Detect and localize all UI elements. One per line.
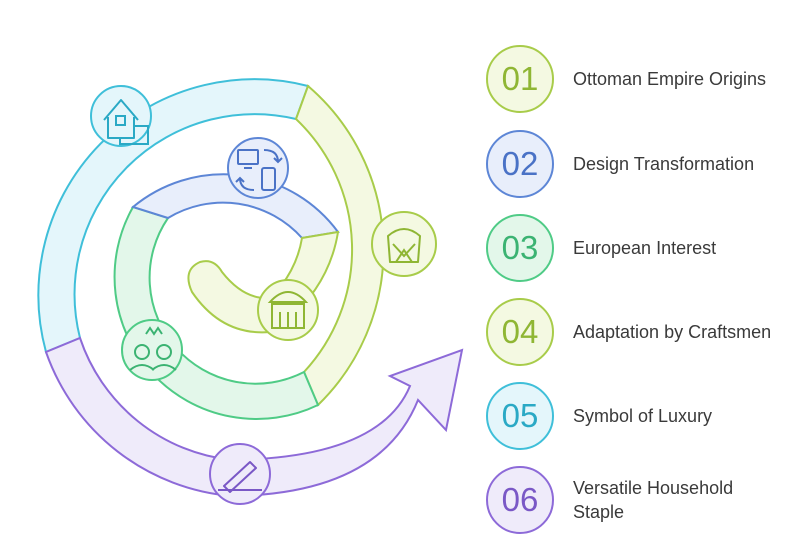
step-symbol-of-luxury: 05 Symbol of Luxury <box>486 382 786 458</box>
step-label-european-interest: European Interest <box>573 238 717 258</box>
step-number-05: 05 <box>486 382 554 450</box>
step-adaptation: 04 Adaptation by Craftsmen <box>486 298 786 374</box>
people-icon <box>121 319 183 381</box>
step-label-symbol-of-luxury: Symbol of Luxury <box>573 406 713 426</box>
armchair-icon <box>371 211 437 277</box>
step-label-versatile: Versatile Household Staple <box>573 478 734 522</box>
house-icon <box>90 85 152 147</box>
step-design-transformation: 02 Design Transformation <box>486 130 786 206</box>
spiral-segment-versatile <box>44 336 464 498</box>
devices-sync-icon <box>227 137 289 199</box>
step-number-02: 02 <box>486 130 554 198</box>
spiral-segment-design-transformation <box>130 173 340 240</box>
ottoman-icon <box>257 279 319 341</box>
step-number-04: 04 <box>486 298 554 366</box>
step-label-design-transformation: Design Transformation <box>573 154 755 174</box>
stool-edit-icon <box>209 443 271 505</box>
step-label-adaptation: Adaptation by Craftsmen <box>573 322 772 342</box>
step-number-06: 06 <box>486 466 554 534</box>
step-number-03: 03 <box>486 214 554 282</box>
step-label-ottoman-origins: Ottoman Empire Origins <box>573 69 767 89</box>
step-european-interest: 03 European Interest <box>486 214 786 290</box>
step-versatile: 06 Versatile Household Staple <box>486 466 786 542</box>
step-ottoman-origins: 01 Ottoman Empire Origins <box>486 45 786 121</box>
step-number-01: 01 <box>486 45 554 113</box>
